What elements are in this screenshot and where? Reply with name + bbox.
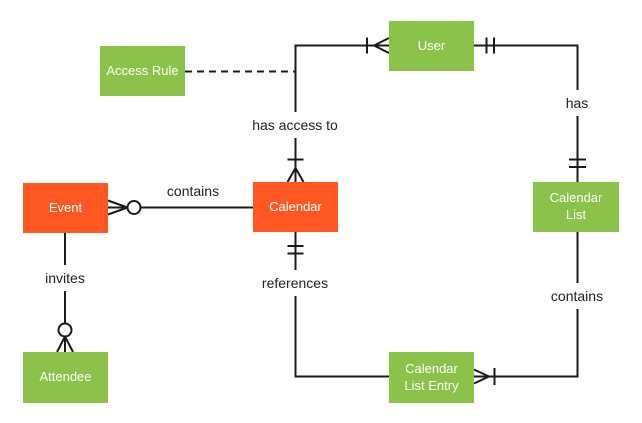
relationship-label-contains-list-entry: contains <box>545 283 609 309</box>
connector-user-has-calendar-list <box>474 37 586 182</box>
relationship-label-invites: invites <box>40 265 90 291</box>
entity-label: Access Rule <box>106 62 179 78</box>
entity-label: Attendee <box>39 369 92 385</box>
entity-label: Calendar List <box>549 190 603 222</box>
relationship-label-has: has <box>560 90 594 116</box>
relationship-label-has-access-to: has access to <box>247 112 343 138</box>
entity-event[interactable]: Event <box>23 183 108 233</box>
entity-label: Calendar List Entry <box>404 360 459 393</box>
crows-foot-many-icon <box>107 199 128 216</box>
entity-attendee[interactable]: Attendee <box>23 352 108 403</box>
connector-calendar-references-entry <box>287 232 389 378</box>
crows-foot-many-icon <box>56 336 74 353</box>
zero-cardinality-icon <box>57 322 73 338</box>
connector-event-contains-calendar <box>107 199 253 216</box>
entity-user[interactable]: User <box>389 21 474 71</box>
entity-label: User <box>417 37 446 53</box>
entity-calendar[interactable]: Calendar <box>253 182 338 232</box>
connector-calendar-list-contains-entry <box>473 232 579 385</box>
relationship-label-contains-event-calendar: contains <box>161 183 225 199</box>
entity-calendar-list[interactable]: Calendar List <box>533 182 619 232</box>
entity-label: Calendar <box>269 198 322 214</box>
crows-foot-many-icon <box>373 37 390 54</box>
connector-event-invites-attendee <box>56 233 74 353</box>
connector-calendar-has-access-to-user <box>286 37 390 183</box>
crows-foot-many-icon <box>473 368 490 385</box>
entity-label: Event <box>48 199 83 215</box>
zero-cardinality-icon <box>126 200 142 215</box>
entity-calendar-list-entry[interactable]: Calendar List Entry <box>389 352 474 403</box>
entity-access-rule[interactable]: Access Rule <box>100 46 185 96</box>
relationship-label-references: references <box>256 270 334 296</box>
crows-foot-many-icon <box>286 167 305 183</box>
